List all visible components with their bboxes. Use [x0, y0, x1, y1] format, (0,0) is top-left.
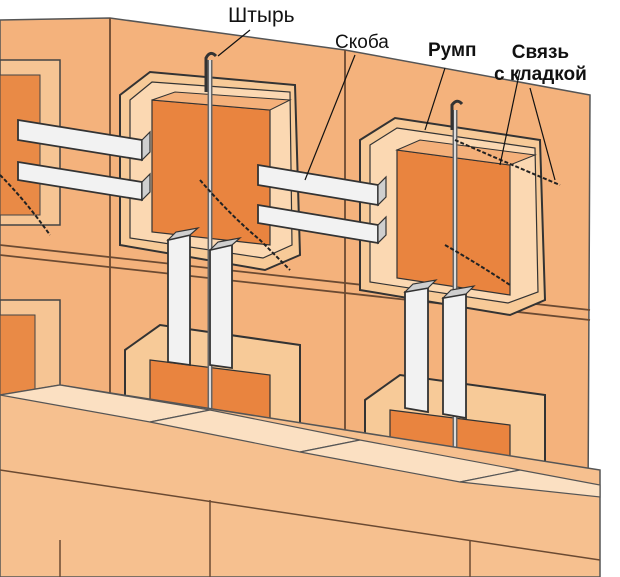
label-tie: Связь с кладкой: [494, 42, 587, 86]
label-clamp: Скоба: [335, 32, 389, 53]
label-tie-line2: с кладкой: [494, 64, 587, 85]
label-tie-line1: Связь: [511, 42, 570, 63]
clamp-middle-bottom: [257, 203, 387, 245]
clamp-vertical-middle-2: [208, 237, 243, 370]
clamp-left-bottom: [17, 160, 151, 202]
clamp-vertical-middle-1: [166, 227, 201, 367]
clamp-left-top: [17, 118, 151, 162]
pin-hook-middle: [204, 51, 218, 92]
brick-masonry: [0, 384, 601, 577]
label-rump: Румп: [428, 40, 477, 61]
leader-lines: [217, 29, 556, 181]
pin-hook-right: [450, 99, 464, 130]
clamp-vertical-right-1: [403, 279, 438, 414]
label-pin: Штырь: [228, 4, 295, 27]
clamp-vertical-right-2: [441, 285, 476, 420]
clamp-middle-top: [257, 163, 387, 207]
